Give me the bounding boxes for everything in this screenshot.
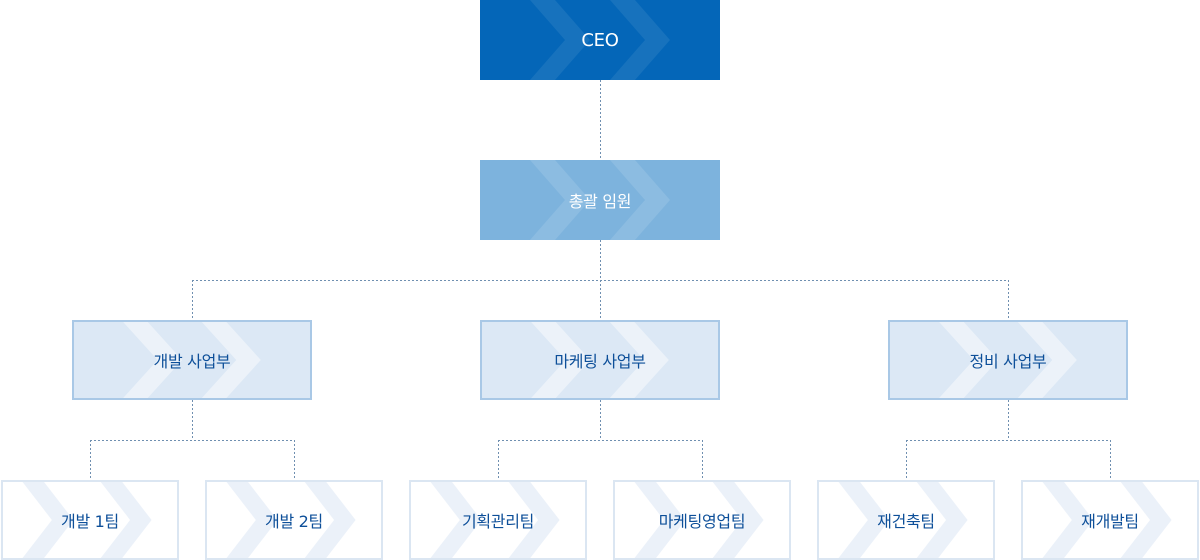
chevron-watermark-icon <box>530 0 670 80</box>
team-label: 마케팅영업팀 <box>658 512 746 531</box>
chevron-watermark-icon <box>1042 482 1172 558</box>
chevron-watermark-icon <box>123 322 261 398</box>
team-node: 재건축팀 <box>817 480 995 560</box>
team-label: 기획관리팀 <box>461 512 535 531</box>
division-node-marketing: 마케팅 사업부 <box>480 320 720 400</box>
team-label: 재개발팀 <box>1081 512 1139 531</box>
chevron-watermark-icon <box>838 482 968 558</box>
chevron-watermark-icon <box>22 482 152 558</box>
division-label: 정비 사업부 <box>969 352 1047 371</box>
team-node: 개발 2팀 <box>205 480 383 560</box>
division-label: 개발 사업부 <box>153 352 231 371</box>
team-node: 기획관리팀 <box>409 480 587 560</box>
team-label: 개발 1팀 <box>61 512 119 531</box>
division-node-development: 개발 사업부 <box>72 320 312 400</box>
chevron-watermark-icon <box>530 160 670 240</box>
division-node-maintenance: 정비 사업부 <box>888 320 1128 400</box>
team-node: 개발 1팀 <box>1 480 179 560</box>
team-node: 재개발팀 <box>1021 480 1199 560</box>
team-label: 재건축팀 <box>877 512 935 531</box>
chevron-watermark-icon <box>226 482 356 558</box>
chevron-watermark-icon <box>634 482 764 558</box>
team-node: 마케팅영업팀 <box>613 480 791 560</box>
team-label: 개발 2팀 <box>265 512 323 531</box>
chevron-watermark-icon <box>531 322 669 398</box>
executive-label: 총괄 임원 <box>568 192 632 211</box>
ceo-node: CEO <box>480 0 720 80</box>
division-label: 마케팅 사업부 <box>554 352 646 371</box>
chevron-watermark-icon <box>939 322 1077 398</box>
executive-node: 총괄 임원 <box>480 160 720 240</box>
ceo-label: CEO <box>581 29 619 51</box>
chevron-watermark-icon <box>430 482 560 558</box>
